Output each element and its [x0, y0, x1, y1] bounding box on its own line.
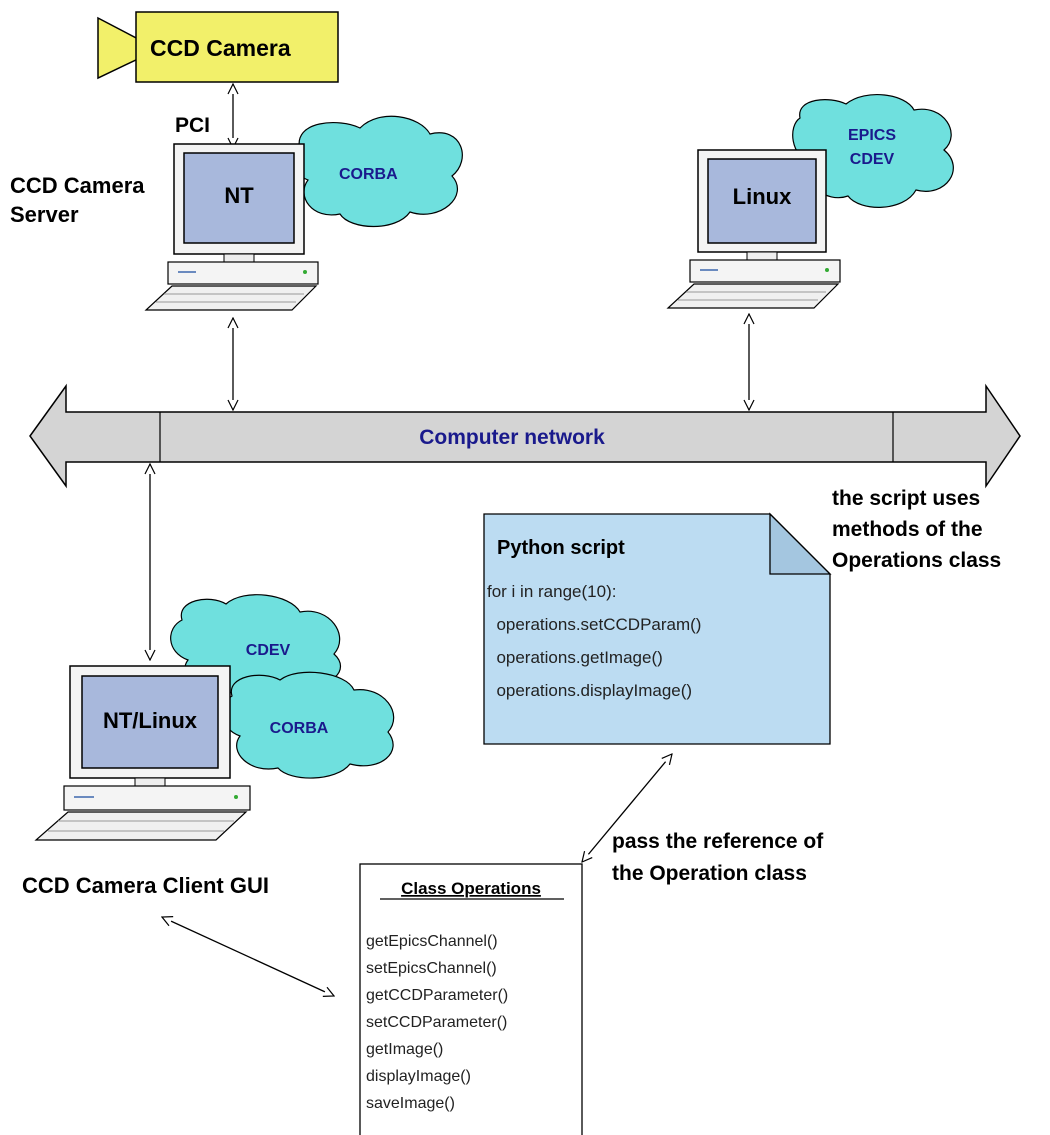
- linux-screen-label: Linux: [733, 184, 792, 209]
- class-method: setCCDParameter(): [366, 1014, 507, 1031]
- client-computer: NT/Linux: [34, 665, 251, 841]
- client-keyboard-icon: [34, 811, 248, 841]
- server-cpu-unit: [167, 261, 319, 285]
- script-title: Python script: [497, 537, 625, 559]
- server-screen-label: NT: [224, 183, 254, 208]
- script-line: operations.displayImage(): [487, 681, 692, 700]
- script-uses-line3: Operations class: [832, 549, 1001, 572]
- linux-screen: [707, 158, 817, 244]
- client-class-arrow: [162, 917, 334, 996]
- pci-label: PCI: [175, 114, 210, 137]
- server-caption-line2: Server: [10, 202, 79, 227]
- client-caption: CCD Camera Client GUI: [22, 873, 269, 898]
- script-line: operations.setCCDParam(): [487, 615, 701, 634]
- ccd-camera: CCD Camera: [97, 11, 339, 83]
- linux-cloud-line2: CDEV: [850, 151, 895, 168]
- class-title: Class Operations: [401, 879, 541, 898]
- pass-reference-line1: pass the reference of: [612, 830, 824, 853]
- note-fold-corner: [769, 512, 832, 575]
- linux-keyboard-icon: [666, 283, 840, 309]
- server-screen: [183, 152, 295, 244]
- class-method: getImage(): [366, 1041, 443, 1058]
- camera-lens-icon: [97, 16, 141, 80]
- linux-cloud: EPICS CDEV: [792, 93, 954, 208]
- client-cpu-unit: [63, 785, 251, 811]
- client-cloud-corba: CORBA: [221, 671, 395, 779]
- client-screen: [81, 675, 219, 769]
- linux-computer: Linux: [666, 149, 841, 309]
- server-cloud-label: CORBA: [339, 166, 398, 183]
- camera-body: [135, 11, 339, 83]
- script-uses-line2: methods of the: [832, 518, 983, 541]
- reference-arrow: [582, 754, 672, 862]
- class-method: getCCDParameter(): [366, 987, 508, 1004]
- server-caption-line1: CCD Camera: [10, 173, 145, 198]
- server-cloud: CORBA: [291, 115, 463, 228]
- linux-cpu-unit: [689, 259, 841, 283]
- python-script-note: Python script for i in range(10): operat…: [483, 512, 832, 745]
- script-line: operations.getImage(): [487, 648, 663, 667]
- pass-reference-line2: the Operation class: [612, 862, 807, 885]
- class-method: getEpicsChannel(): [366, 933, 498, 950]
- server-keyboard-icon: [144, 285, 318, 311]
- class-operations-box: Class Operations getEpicsChannel() setEp…: [359, 863, 583, 1135]
- class-method: saveImage(): [366, 1095, 455, 1112]
- client-cloud1-label: CDEV: [246, 642, 291, 659]
- linux-cloud-line1: EPICS: [848, 127, 896, 144]
- network-label: Computer network: [419, 426, 605, 449]
- computer-network: Computer network: [29, 383, 1021, 489]
- class-method: displayImage(): [366, 1068, 471, 1085]
- script-uses-line1: the script uses: [832, 487, 980, 510]
- class-method: setEpicsChannel(): [366, 960, 497, 977]
- client-cloud2-label: CORBA: [270, 720, 329, 737]
- script-line: for i in range(10):: [487, 582, 616, 601]
- camera-label: CCD Camera: [150, 35, 291, 61]
- client-screen-label: NT/Linux: [103, 708, 198, 733]
- server-computer: NT: [144, 143, 319, 311]
